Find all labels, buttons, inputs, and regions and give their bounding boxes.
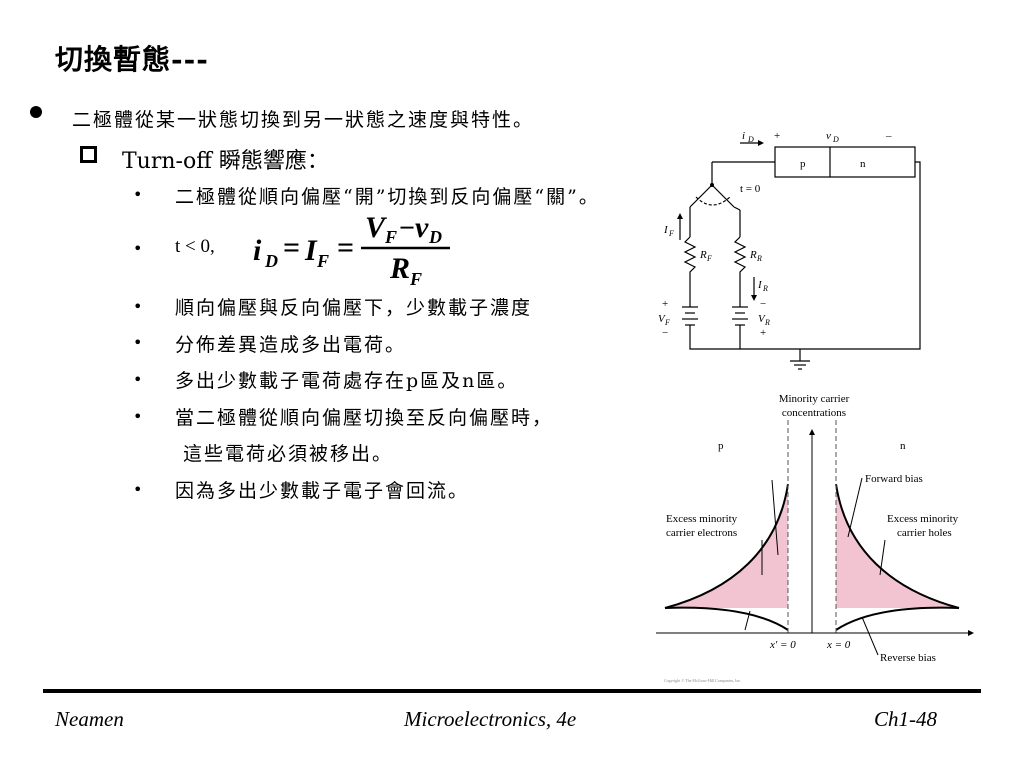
footer-page: Ch1-48: [874, 707, 937, 731]
bullet-item: 因為多出少數載子電子會回流。: [175, 480, 470, 502]
footer-rule: [43, 689, 981, 693]
svg-text:p: p: [718, 440, 724, 452]
bullet-marker: •: [133, 239, 143, 258]
bullet-marker: •: [133, 370, 143, 389]
svg-text:R: R: [749, 249, 757, 261]
reverse-bias-label: Reverse bias: [880, 652, 936, 664]
svg-text:carrier holes: carrier holes: [897, 527, 952, 539]
p-region-label: p: [800, 158, 806, 170]
bullet-item: 二極體從順向偏壓“開”切換到反向偏壓“關”。: [175, 186, 600, 208]
svg-text:x′ = 0: x′ = 0: [769, 639, 796, 651]
svg-text:Excess minority: Excess minority: [666, 513, 738, 525]
eq-i-sub: D: [264, 251, 278, 271]
footer-author: Neamen: [55, 707, 124, 731]
bullet-marker: •: [133, 185, 143, 204]
svg-text:D: D: [832, 135, 839, 144]
svg-text:+: +: [774, 130, 780, 142]
svg-text:R: R: [756, 254, 762, 263]
eq-VF-sub: F: [384, 227, 397, 247]
level1-text: 二極體從某一狀態切換到另一狀態之速度與特性。: [72, 109, 535, 131]
svg-text:−: −: [662, 327, 668, 339]
n-region-label: n: [860, 158, 866, 170]
footer-book: Microelectronics, 4e: [404, 707, 577, 731]
eq-vD: v: [415, 211, 429, 244]
svg-text:=: =: [337, 231, 354, 264]
bullet-item: 分佈差異造成多出電荷。: [175, 334, 407, 356]
bullet-item: 順向偏壓與反向偏壓下，少數載子濃度: [175, 297, 533, 319]
svg-text:–: –: [885, 130, 892, 142]
bullet-continuation: 這些電荷必須被移出。: [183, 443, 394, 465]
svg-text:carrier electrons: carrier electrons: [666, 527, 737, 539]
svg-text:V: V: [758, 313, 766, 325]
carrier-concentration-diagram: Minority carrier concentrations p n Forw…: [656, 393, 974, 684]
svg-text:R: R: [762, 284, 768, 293]
svg-text:n: n: [900, 440, 906, 452]
bullet-marker: •: [133, 333, 143, 352]
svg-text:F: F: [664, 318, 670, 327]
square-bullet-icon: [80, 146, 97, 163]
svg-text:t = 0: t = 0: [740, 183, 761, 195]
svg-text:R: R: [764, 318, 770, 327]
svg-text:F: F: [706, 254, 712, 263]
bullet-marker: •: [133, 297, 143, 316]
svg-text:F: F: [668, 229, 674, 238]
svg-text:V: V: [658, 313, 666, 325]
eq-R-sub: F: [409, 269, 422, 289]
bullet-item: t < 0,: [175, 236, 215, 257]
svg-text:i: i: [742, 130, 745, 142]
svg-text:v: v: [826, 130, 831, 142]
forward-bias-label: Forward bias: [865, 473, 923, 485]
eq-R: R: [389, 252, 410, 285]
eq-VF: V: [365, 211, 388, 244]
svg-text:Excess minority: Excess minority: [887, 513, 959, 525]
bullet-marker: •: [133, 407, 143, 426]
svg-text:R: R: [699, 249, 707, 261]
svg-text:I: I: [663, 224, 669, 236]
svg-text:+: +: [662, 298, 668, 310]
slide-title: 切換暫態---: [55, 43, 209, 76]
eq-I-sub: F: [316, 251, 329, 271]
equation: i D = I F = V F − v D R F: [253, 211, 450, 289]
svg-text:=: =: [283, 231, 300, 264]
svg-text:Minority carrier: Minority carrier: [779, 393, 850, 405]
bullet-item: 多出少數載子電荷處存在p區及n區。: [175, 370, 519, 392]
eq-i: i: [253, 234, 262, 267]
svg-text:x = 0: x = 0: [826, 639, 851, 651]
svg-text:I: I: [757, 279, 763, 291]
svg-text:Copyright © The McGraw-Hill Co: Copyright © The McGraw-Hill Companies, I…: [664, 678, 741, 684]
bullet-dot: [30, 106, 42, 118]
svg-text:+: +: [760, 327, 766, 339]
level2-text: Turn-off 瞬態響應：: [122, 149, 329, 174]
eq-vD-sub: D: [428, 227, 442, 247]
svg-text:−: −: [760, 298, 766, 310]
svg-text:D: D: [747, 135, 754, 144]
bullet-item: 當二極體從順向偏壓切換至反向偏壓時，: [175, 407, 554, 429]
bullet-marker: •: [133, 480, 143, 499]
eq-I: I: [304, 234, 318, 267]
svg-text:concentrations: concentrations: [782, 407, 846, 419]
eq-minus: −: [399, 213, 415, 244]
